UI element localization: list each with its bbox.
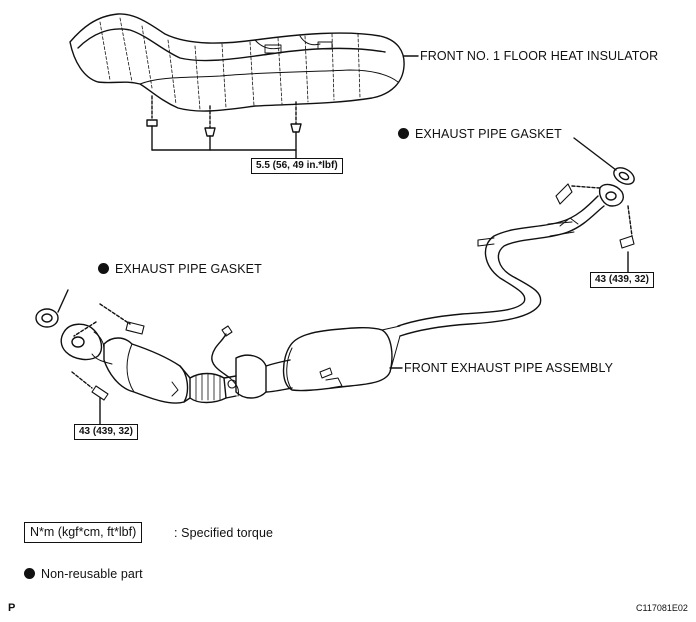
nonreusable-dot-icon [398, 128, 409, 139]
left-gasket [35, 289, 69, 328]
heat-insulator [69, 13, 405, 112]
right-torque-box: 43 (439, 32) [590, 272, 654, 288]
exhaust-pipe [397, 195, 605, 337]
left-torque-box: 43 (439, 32) [74, 424, 138, 440]
right-flange-bolts [555, 183, 635, 273]
insulator-bolts [146, 95, 302, 159]
footer-left-code: P [8, 602, 16, 614]
nonreusable-dot-icon [24, 568, 35, 579]
right-gasket-text: EXHAUST PIPE GASKET [415, 127, 562, 141]
front-pipe-assembly [60, 323, 401, 404]
nonreusable-legend-text: Non-reusable part [41, 567, 143, 581]
left-gasket-text: EXHAUST PIPE GASKET [115, 262, 262, 276]
right-gasket [573, 137, 635, 185]
nonreusable-dot-icon [98, 263, 109, 274]
nonreusable-legend: Non-reusable part [24, 567, 143, 581]
right-gasket-label: EXHAUST PIPE GASKET [398, 127, 562, 141]
insulator-label: FRONT NO. 1 FLOOR HEAT INSULATOR [420, 49, 659, 63]
footer-right-code: C117081E02 [636, 603, 688, 613]
left-bolts [71, 303, 145, 425]
insulator-torque-box: 5.5 (56, 49 in.*lbf) [251, 158, 343, 174]
torque-legend-text: : Specified torque [174, 526, 274, 540]
torque-legend-box: N*m (kgf*cm, ft*lbf) [24, 522, 143, 543]
front-pipe-label: FRONT EXHAUST PIPE ASSEMBLY [404, 361, 614, 375]
left-gasket-label: EXHAUST PIPE GASKET [98, 262, 262, 276]
